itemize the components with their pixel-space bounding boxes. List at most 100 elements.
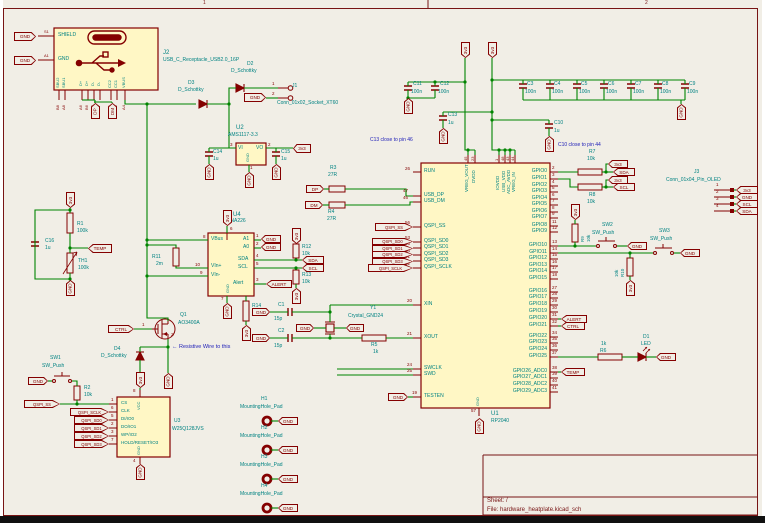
schematic-text-dvdd[interactable]: DVDD	[471, 170, 476, 183]
schematic-text-mountinghole-pad[interactable]: MountingHole_Pad	[240, 491, 283, 497]
schematic-text-gpio29-adc3[interactable]: GPIO29_ADC3	[512, 388, 547, 394]
schematic-text-12[interactable]: 12	[552, 225, 558, 230]
schematic-text-d4[interactable]: D4	[114, 346, 121, 352]
schematic-text-sw-push[interactable]: SW_Push	[42, 363, 65, 369]
global-label-gnd[interactable]: GND	[272, 164, 281, 180]
schematic-text-vbus[interactable]: VBus	[211, 236, 223, 242]
schematic-text-s1[interactable]: S1	[44, 29, 49, 34]
global-label-gnd[interactable]: GND	[205, 164, 214, 180]
schematic-text-y1[interactable]: Y1	[370, 305, 377, 311]
schematic-text-j3[interactable]: J3	[694, 169, 700, 175]
schematic-text-c3[interactable]: C3	[527, 81, 534, 87]
global-label-gnd[interactable]: GND	[677, 104, 686, 120]
schematic-text-xout[interactable]: XOUT	[424, 334, 438, 340]
schematic-text-3[interactable]: 3	[256, 277, 259, 282]
schematic-text-1u[interactable]: 1u	[554, 128, 560, 134]
schematic-text-10k[interactable]: 10k	[84, 392, 93, 398]
schematic-text-gpio4[interactable]: GPIO4	[531, 195, 547, 201]
global-label-alert[interactable]: ALERT	[266, 280, 292, 288]
schematic-text-gpio23[interactable]: GPIO23	[528, 339, 547, 345]
global-label-sda[interactable]: SDA	[302, 256, 324, 264]
global-label-3v3[interactable]: 3v3	[136, 372, 145, 388]
schematic-text-hold-reset-io3[interactable]: HOLD/RESET/IO3	[121, 440, 159, 445]
schematic-text-gpio5[interactable]: GPIO5	[531, 201, 547, 207]
schematic-text-56[interactable]: 56	[405, 220, 411, 225]
schematic-text-do-io1[interactable]: DO/IO1	[121, 424, 137, 429]
global-label-gnd[interactable]: GND	[278, 417, 298, 425]
schematic-text-3[interactable]: 3	[552, 172, 555, 177]
schematic-text-7[interactable]: 7	[552, 198, 555, 203]
schematic-text-h4[interactable]: H4	[261, 483, 268, 489]
schematic-text-gpio8[interactable]: GPIO8	[531, 222, 547, 228]
schematic-text-c16[interactable]: C16	[45, 238, 55, 244]
schematic-text-r1[interactable]: R1	[77, 221, 84, 227]
schematic-text-crystal-gnd24[interactable]: Crystal_GND24	[348, 313, 384, 319]
schematic-text-9[interactable]: 9	[200, 270, 203, 275]
schematic-text-100n[interactable]: 100n	[606, 89, 618, 95]
global-label-gnd[interactable]: GND	[278, 475, 298, 483]
global-label-dm[interactable]: DM	[305, 201, 323, 209]
schematic-text-vi[interactable]: VI	[238, 145, 243, 151]
schematic-text-47[interactable]: 47	[403, 188, 409, 193]
schematic-text-c14[interactable]: C14	[213, 149, 223, 155]
connector-j1[interactable]	[287, 85, 294, 101]
schematic-text-r14[interactable]: R14	[252, 303, 262, 309]
schematic-text-5[interactable]: 5	[552, 185, 555, 190]
schematic-text-10k[interactable]: 10k	[302, 279, 311, 285]
schematic-text-gpio21[interactable]: GPIO21	[528, 322, 547, 328]
schematic-text-c13[interactable]: C13	[448, 112, 458, 118]
schematic-text-usb-c-receptacle-usb2-0-16p[interactable]: USB_C_Receptacle_USB2.0_16P	[163, 57, 240, 63]
schematic-text-vin-[interactable]: VIn-	[211, 272, 221, 278]
global-label-3v3[interactable]: 3v3	[66, 192, 75, 208]
schematic-text-gpio14[interactable]: GPIO14	[528, 268, 547, 274]
schematic-text-j2[interactable]: J2	[163, 50, 170, 56]
schematic-text-15[interactable]: 15	[552, 252, 558, 257]
wire[interactable]	[605, 179, 608, 187]
schematic-text-a8[interactable]: A8	[61, 105, 66, 110]
schematic-text-sw-push[interactable]: SW_Push	[650, 236, 673, 242]
schematic-text-14[interactable]: 14	[552, 246, 558, 251]
schematic-text-10k[interactable]: 10k	[614, 269, 619, 277]
schematic-text-gpio3[interactable]: GPIO3	[531, 188, 547, 194]
schematic-text-rp2040[interactable]: RP2040	[491, 418, 510, 424]
schematic-text-ao3400a[interactable]: AO3400A	[178, 320, 200, 326]
schematic-text-gpio19[interactable]: GPIO19	[528, 308, 547, 314]
schematic-text-100n[interactable]: 100n	[579, 89, 591, 95]
schematic-text-r11[interactable]: R11	[152, 254, 161, 260]
schematic-text-2[interactable]: 2	[552, 165, 555, 170]
schematic-text-cc2[interactable]: CC2	[107, 79, 112, 88]
schematic-text-mountinghole-pad[interactable]: MountingHole_Pad	[240, 404, 283, 410]
global-label-gnd[interactable]: GND	[261, 235, 281, 243]
schematic-text-d3[interactable]: D3	[188, 80, 195, 86]
schematic-text-d-[interactable]: D-	[96, 81, 101, 86]
schematic-text-gpio10[interactable]: GPIO10	[528, 242, 547, 248]
schematic-text-u4[interactable]: U4	[233, 212, 241, 218]
schematic-text-qspi-ss[interactable]: QSPI_SS	[424, 223, 446, 229]
schematic-text-1[interactable]: 1	[716, 182, 719, 187]
schematic-text-1[interactable]: 1	[494, 158, 499, 161]
wire[interactable]	[558, 178, 578, 188]
schematic-text-b8[interactable]: B8	[55, 105, 60, 110]
schematic-text-sw2[interactable]: SW2	[602, 222, 613, 228]
schematic-text-8[interactable]: 8	[552, 205, 555, 210]
schematic-text-vreg-in[interactable]: VREG_IN	[511, 172, 516, 192]
global-label-gnd[interactable]: GND	[252, 308, 270, 316]
schematic-text-44[interactable]: 44	[510, 156, 515, 161]
global-label-3v3[interactable]: 3v3	[461, 42, 470, 58]
schematic-text-3[interactable]: 3	[230, 142, 233, 147]
global-label-gnd[interactable]: GND	[245, 172, 254, 188]
schematic-text-40[interactable]: 40	[552, 378, 558, 383]
capacitors[interactable]	[31, 83, 689, 342]
schematic-text-d-schottky[interactable]: D_Schottky	[178, 87, 204, 93]
schematic-text-4[interactable]: 4	[716, 203, 719, 208]
schematic-text-38[interactable]: 38	[552, 365, 558, 370]
schematic-text-30[interactable]: 30	[552, 305, 558, 310]
wire[interactable]	[345, 188, 413, 197]
global-label-qspi_sclk[interactable]: QSPI_SCLK	[70, 408, 109, 416]
schematic-text-100n[interactable]: 100n	[687, 89, 699, 95]
wire[interactable]	[228, 87, 236, 104]
schematic-text-gpio18[interactable]: GPIO18	[528, 301, 547, 307]
schematic-text-1u[interactable]: 1u	[45, 245, 51, 251]
schematic-text-28[interactable]: 28	[552, 291, 558, 296]
